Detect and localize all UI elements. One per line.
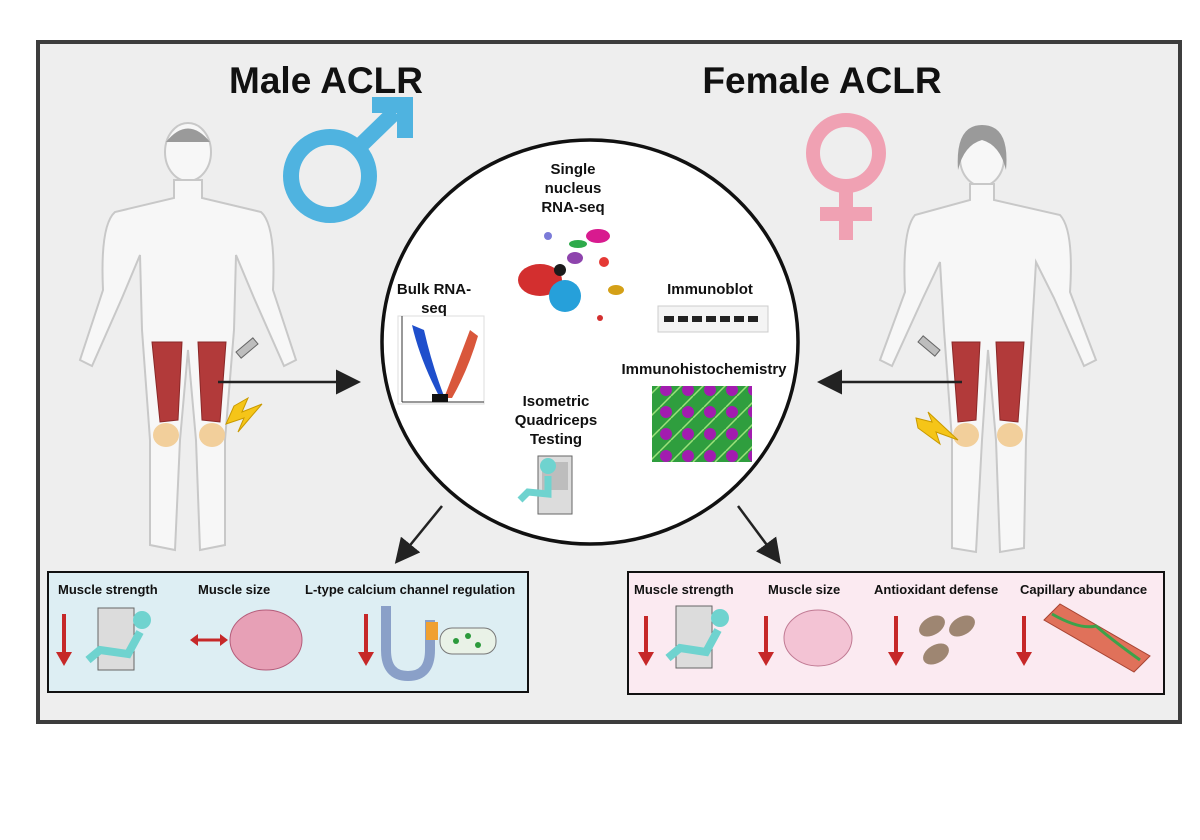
isometric-chair-icon <box>517 455 573 515</box>
strength-chair-icon <box>85 607 151 671</box>
down-right-arrow <box>736 505 781 565</box>
size-bidirectional-arrow-icon <box>190 634 228 646</box>
snrna-seq-label: Single nucleus RNA-seq <box>541 161 605 216</box>
calcium-down-arrow-icon <box>358 614 374 666</box>
t-tubule-icon <box>381 606 497 682</box>
size-down-arrow-icon <box>758 616 774 666</box>
antioxidant-down-arrow-icon <box>888 616 904 666</box>
immunoblot-image <box>657 305 769 333</box>
capillary-down-arrow-icon <box>1016 616 1032 666</box>
female-outcome-antioxidant: Antioxidant defense <box>874 582 999 597</box>
female-title: Female ACLR <box>702 60 942 101</box>
female-outcome-size: Muscle size <box>768 582 841 597</box>
male-title: Male ACLR <box>229 60 423 101</box>
biopsy-needle-icon <box>235 337 259 359</box>
volcano-plot <box>397 315 485 405</box>
down-left-arrow <box>394 505 443 564</box>
male-symbol-icon <box>283 97 413 223</box>
female-symbol-icon <box>806 113 886 240</box>
male-body-figure <box>78 122 298 552</box>
strength-chair-icon <box>665 605 729 669</box>
male-outcome-calcium: L-type calcium channel regulation <box>305 582 516 597</box>
female-outcome-capillary: Capillary abundance <box>1020 582 1148 597</box>
mitochondria-icon <box>919 615 975 665</box>
bulk-rna-seq-label: Bulk RNA-seq <box>396 281 472 317</box>
female-outcome-strength: Muscle strength <box>634 582 734 597</box>
male-outcome-strength: Muscle strength <box>58 582 158 597</box>
muscle-cross-section-icon <box>783 609 853 667</box>
ihc-image <box>652 386 752 462</box>
male-strength-down-arrow-icon <box>56 614 72 666</box>
immunoblot-label: Immunoblot <box>667 281 753 298</box>
umap-plot <box>518 222 630 334</box>
isometric-testing-label: Isometric Quadriceps Testing <box>514 393 598 448</box>
biopsy-needle-icon <box>917 335 941 357</box>
female-strength-down-arrow-icon <box>638 616 654 666</box>
immunohistochemistry-label: Immunohistochemistry <box>621 361 787 378</box>
female-body-figure <box>878 125 1098 554</box>
male-outcome-size: Muscle size <box>198 582 271 597</box>
muscle-fiber-capillary-icon <box>1043 603 1151 673</box>
muscle-cross-section-icon <box>229 609 303 671</box>
